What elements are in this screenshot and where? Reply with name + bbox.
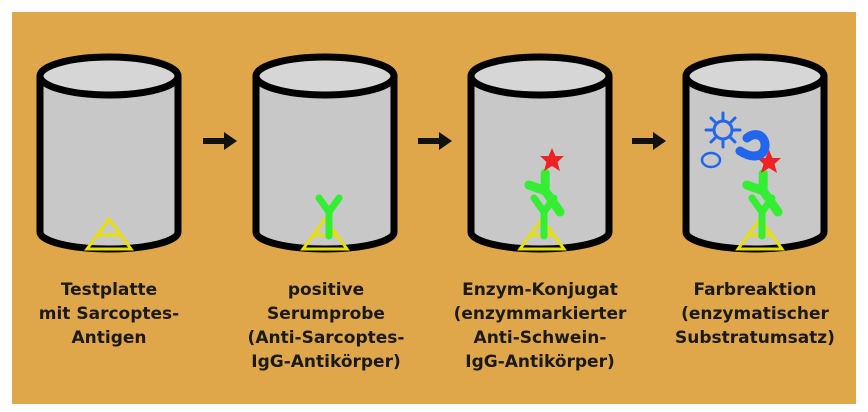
test-well-3: [467, 53, 613, 253]
caption-step-4: Farbreaktion (enzymatischer Substratumsa…: [657, 278, 853, 350]
diagram-canvas: [36, 53, 828, 253]
test-well-2: [252, 53, 398, 253]
caption-line: (enzymatischer: [681, 304, 829, 324]
caption-step-1: Testplatte mit Sarcoptes- Antigen: [11, 278, 207, 350]
arrow-right-icon: [418, 132, 452, 150]
test-well-4: [682, 53, 828, 253]
elisa-diagram: Testplatte mit Sarcoptes- Antigen positi…: [12, 12, 856, 404]
caption-line: IgG-Antikörper): [251, 352, 401, 372]
caption-line: Antigen: [71, 328, 147, 348]
caption-line: (enzymmarkierter: [453, 304, 627, 324]
test-well-1: [36, 53, 182, 253]
caption-line: Testplatte: [60, 280, 158, 300]
caption-line: Serumprobe: [267, 304, 385, 324]
caption-line: IgG-Antikörper): [465, 352, 615, 372]
caption-line: Enzym-Konjugat: [462, 280, 618, 300]
caption-line: Farbreaktion: [693, 280, 817, 300]
substrate-gear-icon: [704, 111, 742, 149]
caption-line: positive: [287, 280, 365, 300]
substrate-product-icon: [735, 130, 770, 161]
arrow-right-icon: [203, 132, 237, 150]
caption-line: Anti-Schwein-: [473, 328, 607, 348]
caption-step-2: positive Serumprobe (Anti-Sarcoptes- IgG…: [228, 278, 424, 374]
caption-line: Substratumsatz): [675, 328, 835, 348]
arrow-right-icon: [632, 132, 666, 150]
substrate-circle-icon: [700, 151, 722, 169]
caption-line: (Anti-Sarcoptes-: [247, 328, 405, 348]
caption-line: mit Sarcoptes-: [38, 304, 180, 324]
caption-step-3: Enzym-Konjugat (enzymmarkierter Anti-Sch…: [442, 278, 638, 374]
